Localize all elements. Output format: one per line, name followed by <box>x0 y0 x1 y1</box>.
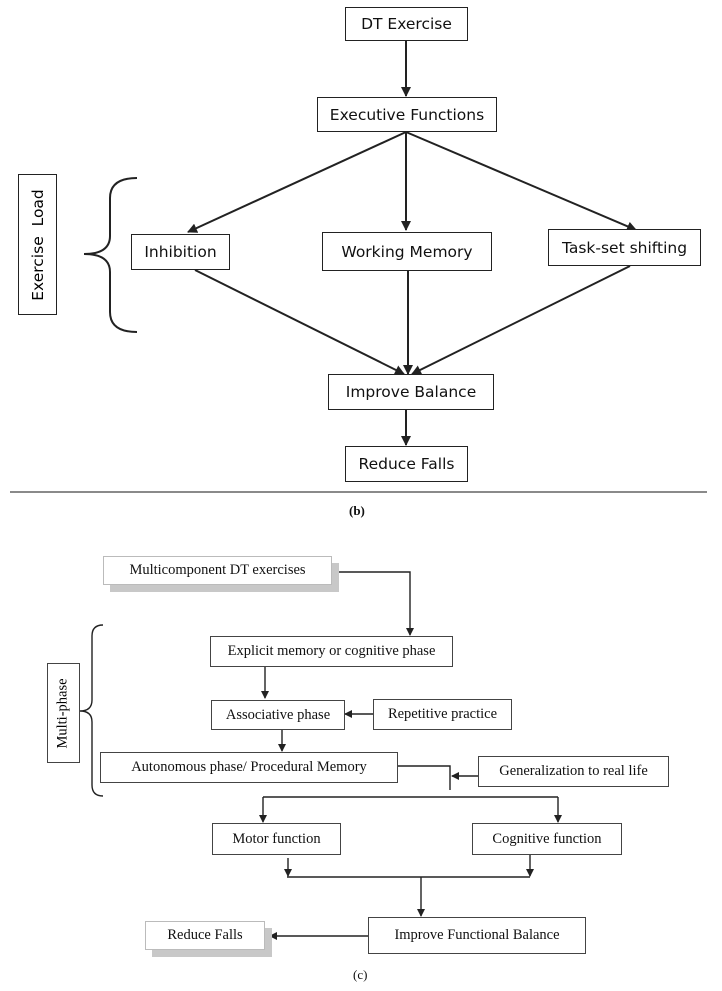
multi-phase-brace <box>79 624 104 797</box>
node-task-set-shifting: Task-set shifting <box>548 229 701 266</box>
caption-b: (b) <box>349 503 365 518</box>
node-improve-balance: Improve Balance <box>328 374 494 410</box>
panel-b-arrows <box>187 40 637 446</box>
arrow-task-set-to-balance <box>411 265 631 375</box>
multi-phase-label: Multi-phase <box>47 663 80 763</box>
node-multicomponent: Multicomponent DT exercises <box>103 556 332 585</box>
node-reduce-falls-b: Reduce Falls <box>345 446 468 482</box>
node-associative-phase: Associative phase <box>211 700 345 730</box>
node-explicit-memory: Explicit memory or cognitive phase <box>210 636 453 667</box>
node-dt-exercise: DT Exercise <box>345 7 468 41</box>
multi-phase-text: Multi-phase <box>55 677 72 749</box>
arrow-inhibition-to-balance <box>194 269 405 375</box>
arrow-ef-to-task-set <box>405 131 637 232</box>
node-motor-function: Motor function <box>212 823 341 855</box>
node-reduce-falls-c: Reduce Falls <box>145 921 265 950</box>
node-cognitive-function: Cognitive function <box>472 823 622 855</box>
node-autonomous-phase: Autonomous phase/ Procedural Memory <box>100 752 398 783</box>
arrow-ef-to-inhibition <box>187 131 407 233</box>
node-improve-functional-balance: Improve Functional Balance <box>368 917 586 954</box>
node-inhibition: Inhibition <box>131 234 230 270</box>
exercise-load-label: Exercise Load <box>18 174 57 315</box>
panel-c-arrows <box>259 571 562 940</box>
node-working-memory: Working Memory <box>322 232 492 271</box>
node-generalization: Generalization to real life <box>478 756 669 787</box>
caption-c: (c) <box>353 967 368 982</box>
line-autonomous-to-merge <box>398 765 451 790</box>
node-repetitive-practice: Repetitive practice <box>373 699 512 730</box>
node-executive-functions: Executive Functions <box>317 97 497 132</box>
exercise-load-text: Exercise Load <box>28 188 47 301</box>
exercise-load-brace <box>83 177 138 333</box>
arrow-multicomponent-to-explicit <box>330 571 414 636</box>
